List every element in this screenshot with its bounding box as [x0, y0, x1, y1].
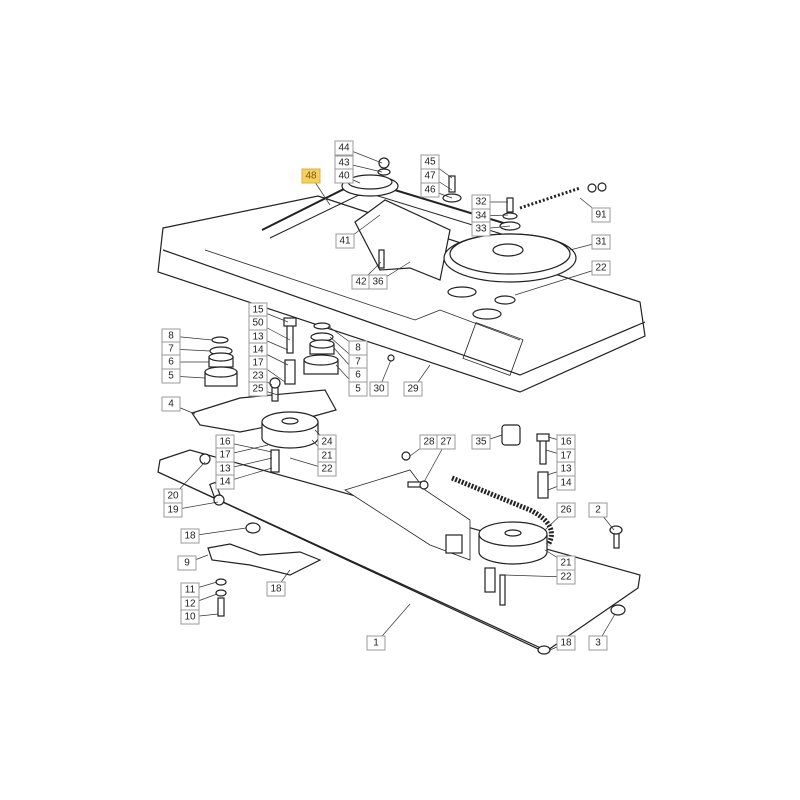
part-callout-2[interactable]: 2 — [588, 502, 608, 518]
part-callout-41[interactable]: 41 — [335, 233, 355, 249]
part-callout-10[interactable]: 10 — [180, 609, 200, 625]
part-callout-24[interactable]: 24 — [317, 434, 337, 450]
part-callout-28[interactable]: 28 — [419, 434, 439, 450]
part-callout-35[interactable]: 35 — [471, 434, 491, 450]
part-callout-18[interactable]: 18 — [180, 528, 200, 544]
part-callout-27[interactable]: 27 — [436, 434, 456, 450]
cover-plate — [157, 195, 646, 393]
left-gear — [261, 411, 319, 449]
part-callout-18[interactable]: 18 — [556, 635, 576, 651]
part-callout-1[interactable]: 1 — [366, 635, 386, 651]
part-callout-13[interactable]: 13 — [556, 461, 576, 477]
bracket — [191, 389, 337, 433]
part-callout-50[interactable]: 50 — [248, 315, 268, 331]
part-callout-21[interactable]: 21 — [556, 555, 576, 571]
leader-line — [514, 267, 602, 296]
lever — [207, 543, 322, 576]
part-callout-33[interactable]: 33 — [471, 221, 491, 237]
tension-spring — [519, 186, 581, 210]
leader-line — [504, 574, 567, 578]
part-callout-40[interactable]: 40 — [334, 168, 354, 184]
part-callout-8[interactable]: 8 — [161, 328, 181, 344]
part-callout-48[interactable]: 48 — [301, 168, 321, 184]
part-callout-47[interactable]: 47 — [420, 168, 440, 184]
part-callout-91[interactable]: 91 — [591, 207, 611, 223]
part-callout-19[interactable]: 19 — [163, 502, 183, 518]
part-callout-22[interactable]: 22 — [556, 569, 576, 585]
part-callout-22[interactable]: 22 — [317, 461, 337, 477]
part-callout-11[interactable]: 11 — [180, 582, 200, 598]
part-callout-9[interactable]: 9 — [177, 555, 197, 571]
part-callout-14[interactable]: 14 — [215, 474, 235, 490]
right-gear — [478, 521, 548, 565]
part-callout-16[interactable]: 16 — [556, 434, 576, 450]
part-callout-17[interactable]: 17 — [215, 447, 235, 463]
part-callout-32[interactable]: 32 — [471, 194, 491, 210]
part-callout-8[interactable]: 8 — [348, 340, 368, 356]
part-callout-3[interactable]: 3 — [588, 635, 608, 651]
part-callout-14[interactable]: 14 — [556, 475, 576, 491]
part-callout-26[interactable]: 26 — [556, 502, 576, 518]
part-callout-6[interactable]: 6 — [348, 367, 368, 383]
part-callout-45[interactable]: 45 — [420, 154, 440, 170]
part-callout-30[interactable]: 30 — [369, 381, 389, 397]
toothed-belt — [451, 475, 554, 547]
part-callout-31[interactable]: 31 — [591, 234, 611, 250]
part-callout-5[interactable]: 5 — [161, 368, 181, 384]
part-callout-5[interactable]: 5 — [348, 381, 368, 397]
part-callout-18[interactable]: 18 — [266, 581, 286, 597]
part-callout-20[interactable]: 20 — [163, 488, 183, 504]
part-callout-46[interactable]: 46 — [420, 182, 440, 198]
part-callout-6[interactable]: 6 — [161, 354, 181, 370]
part-callout-25[interactable]: 25 — [248, 381, 268, 397]
bushing — [501, 424, 521, 446]
part-callout-44[interactable]: 44 — [334, 140, 354, 156]
part-callout-4[interactable]: 4 — [161, 396, 181, 412]
part-callout-36[interactable]: 36 — [368, 274, 388, 290]
part-callout-22[interactable]: 22 — [591, 260, 611, 276]
part-callout-29[interactable]: 29 — [403, 381, 423, 397]
